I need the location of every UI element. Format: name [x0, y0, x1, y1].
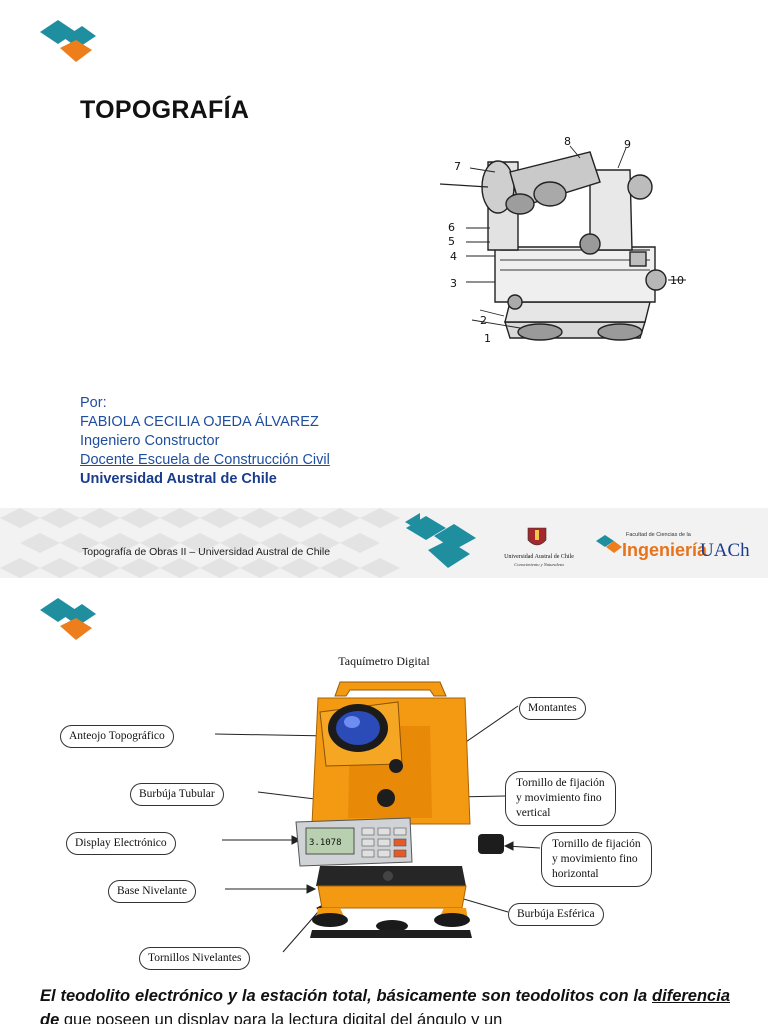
faculty-name: Ingeniería — [622, 540, 708, 560]
brand-logo-2 — [40, 598, 96, 640]
faculty-logo: Facultad de Ciencias de la Ingeniería UA… — [596, 532, 756, 572]
label-base-nivelante: Base Nivelante — [108, 880, 196, 903]
diagram-label-10: 10 — [670, 274, 684, 287]
author-name: FABIOLA CECILIA OJEDA ÁLVAREZ — [80, 414, 319, 430]
label-fijacion-vertical-l3: vertical — [516, 807, 551, 819]
caption-paragraph: El teodolito electrónico y la estación t… — [40, 984, 730, 1024]
label-fijacion-vertical: Tornillo de fijación y movimiento fino v… — [505, 771, 616, 826]
diagram-label-3: 3 — [450, 277, 457, 290]
university-crest: Universidad Austral de Chile Conocimient… — [498, 526, 580, 574]
display-reading: 3.1078 — [309, 838, 342, 848]
footer-brand-logo — [406, 516, 476, 568]
digital-theodolite-illustration: 3.1078 — [214, 681, 541, 953]
caption-underlined: diferencia de — [40, 987, 730, 1024]
label-anteojo: Anteojo Topográfico — [60, 725, 174, 748]
diagram-label-5: 5 — [448, 235, 455, 248]
slide-footer: Topografía de Obras II – Universidad Aus… — [0, 508, 768, 578]
label-burbuja-esferica: Burbúja Esférica — [508, 903, 604, 926]
label-fijacion-horizontal-l2: y movimiento fino — [552, 853, 638, 865]
faculty-mark-icon — [596, 535, 622, 553]
label-fijacion-horizontal-l3: horizontal — [552, 868, 599, 880]
crest-line-1: Universidad Austral de Chile — [504, 554, 574, 560]
brand-logo — [40, 20, 96, 62]
crest-shield-icon — [527, 527, 547, 546]
title-slide: TOPOGRAFÍA — [0, 20, 768, 578]
label-fijacion-vertical-l1: Tornillo de fijación — [516, 777, 605, 789]
author-by: Por: — [80, 395, 107, 411]
footer-pattern — [0, 508, 420, 578]
label-fijacion-vertical-l2: y movimiento fino — [516, 792, 602, 804]
author-university: Universidad Austral de Chile — [80, 471, 277, 487]
diagram-label-4: 4 — [450, 250, 457, 263]
diagram-label-6: 6 — [448, 221, 455, 234]
crest-line-2: Conocimiento y Naturaleza — [514, 562, 564, 567]
label-fijacion-horizontal-l1: Tornillo de fijación — [552, 838, 641, 850]
author-role: Ingeniero Constructor — [80, 433, 220, 449]
label-fijacion-horizontal: Tornillo de fijación y movimiento fino h… — [541, 832, 652, 887]
theodolite-diagram: 1 2 3 4 5 6 7 8 9 10 — [440, 135, 686, 345]
figure-title: Taquímetro Digital — [338, 654, 430, 668]
faculty-small-text: Facultad de Ciencias de la — [626, 532, 691, 538]
author-block: Por: FABIOLA CECILIA OJEDA ÁLVAREZ Ingen… — [80, 394, 330, 489]
diagram-label-7: 7 — [454, 160, 461, 173]
diagram-label-8: 8 — [564, 135, 571, 148]
caption-rest: que poseen un display para la lectura di… — [59, 1011, 503, 1024]
label-burbuja-tubular: Burbúja Tubular — [130, 783, 224, 806]
diagram-label-1: 1 — [484, 332, 491, 345]
diagram-label-2: 2 — [480, 314, 487, 327]
page-title: TOPOGRAFÍA — [80, 96, 250, 124]
author-position-link[interactable]: Docente Escuela de Construcción Civil — [80, 452, 330, 468]
label-montantes: Montantes — [519, 697, 586, 720]
caption-bold: El teodolito electrónico y la estación t… — [40, 987, 648, 1005]
diagram-label-9: 9 — [624, 138, 631, 151]
footer-text: Topografía de Obras II – Universidad Aus… — [82, 546, 331, 558]
content-slide: Taquímetro Digital — [0, 586, 768, 1024]
faculty-uach: UACh — [700, 540, 750, 561]
label-display: Display Electrónico — [66, 832, 176, 855]
label-tornillos-nivelantes: Tornillos Nivelantes — [139, 947, 251, 970]
